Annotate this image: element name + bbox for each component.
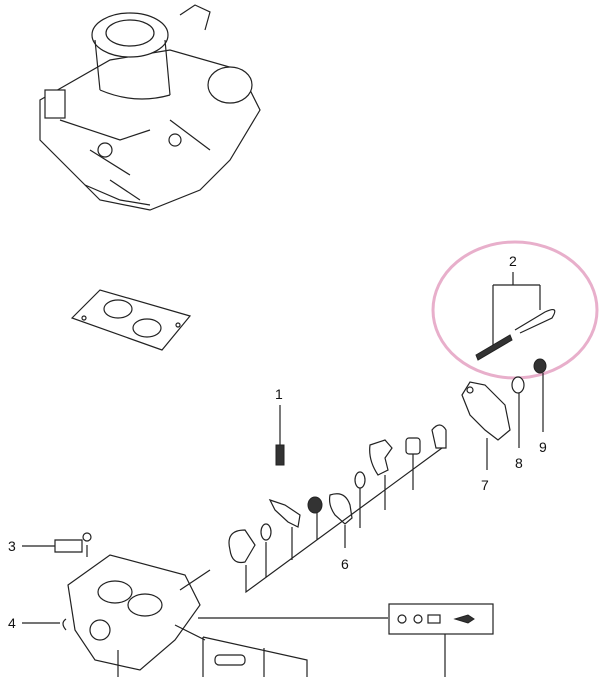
throttle-body-illustration [67,554,388,677]
part-1-screw [275,405,285,466]
part-7-lever [461,381,511,470]
callout-6: 6 [341,556,349,572]
carburetor-assembly-illustration [39,4,261,211]
part-2-spring-and-pin [475,272,556,361]
callout-2: 2 [509,253,517,269]
part-9-nut [533,358,547,432]
callout-1: 1 [275,386,283,402]
kit-box-needle-valve [202,636,308,677]
linkage-parts [228,424,447,594]
kit-box-screws [388,603,494,677]
part-3-screw-and-washer [22,532,92,557]
callout-9: 9 [539,439,547,455]
callout-8: 8 [515,455,523,471]
part-4-clip [22,618,67,631]
gasket-illustration [70,289,192,351]
part-8-washer [511,376,525,448]
callout-3: 3 [8,538,16,554]
callout-4: 4 [8,615,16,631]
callout-7: 7 [481,477,489,493]
